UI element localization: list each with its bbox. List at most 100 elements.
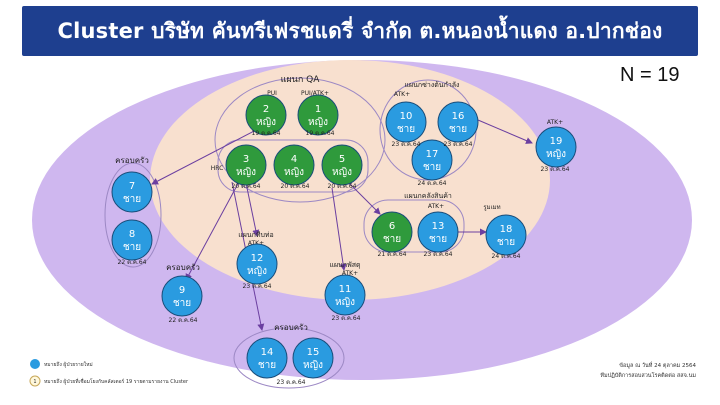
roommate-label: รูมเมท — [483, 204, 500, 211]
case-node-circle — [437, 101, 479, 143]
case-node-sex: หญิง — [335, 297, 355, 308]
case-node-sex: หญิง — [332, 167, 352, 178]
case-node-3: 3 หญิง — [225, 144, 267, 186]
case19-atk: ATK+ — [547, 119, 563, 126]
family3-outline — [233, 327, 345, 389]
case-node-id: 16 — [452, 111, 465, 122]
case-node-id: 5 — [339, 154, 345, 165]
case-node-sex: หญิง — [247, 266, 267, 277]
title-banner: Cluster บริษัท คันทรีเฟรชแดรี่ จำกัด ต.ห… — [22, 6, 698, 56]
family2-label: ครอบครัว — [166, 263, 200, 272]
case-node-11: 11 หญิง — [324, 274, 366, 316]
date-case16: 23 ต.ค.64 — [444, 141, 473, 148]
case-node-circle — [111, 219, 153, 261]
qa-label: แผนก QA — [281, 75, 321, 85]
legend-ring — [29, 375, 41, 387]
case-node-id: 13 — [432, 221, 445, 232]
case-node-sex: ชาย — [173, 298, 191, 309]
hrc-group-outline — [217, 139, 369, 193]
case-node-sex: ชาย — [449, 124, 467, 135]
date-case7-8: 22 ต.ค.64 — [118, 259, 147, 266]
case-node-6: 6 ชาย — [371, 211, 413, 253]
family1-label: ครอบครัว — [115, 156, 149, 165]
case-node-sex: ชาย — [497, 237, 515, 248]
date-case13: 23 ต.ค.64 — [424, 251, 453, 258]
case-node-10: 10 ชาย — [385, 101, 427, 143]
case-node-circle — [273, 144, 315, 186]
case-node-5: 5 หญิง — [321, 144, 363, 186]
legend-ring-text: หมายถึง ผู้ป่วยที่เชื่อมโยงกับคลัสเตอร์ … — [44, 378, 189, 385]
case-node-id: 19 — [550, 136, 563, 147]
case-node-sex: ชาย — [383, 234, 401, 245]
pui-label: PUI — [267, 90, 277, 97]
case-node-circle — [411, 139, 453, 181]
date-case10: 23 ต.ค.64 — [392, 141, 421, 148]
legend-ring-num: 1 — [33, 379, 36, 385]
arrow-16-to-19 — [477, 119, 533, 144]
date-case4: 20 ต.ค.64 — [281, 183, 310, 190]
case-node-id: 3 — [243, 154, 249, 165]
legend-blue-text: หมายถึง ผู้ป่วยรายใหม่ — [44, 361, 93, 368]
case-node-id: 11 — [339, 284, 352, 295]
case-node-2: 2 หญิง — [245, 94, 287, 136]
case-node-16: 16 ชาย — [437, 101, 479, 143]
case-node-sex: ชาย — [423, 162, 441, 173]
case-node-circle — [485, 214, 527, 256]
dept-a-label: แผนกซ่างต้นกำลัง — [405, 81, 460, 89]
dept-c-atk: ATK+ — [248, 240, 264, 247]
dept-b-atk: ATK+ — [428, 203, 444, 210]
case-node-id: 10 — [400, 111, 413, 122]
family3-label: ครอบครัว — [274, 323, 308, 332]
case-node-sex: หญิง — [284, 167, 304, 178]
case-node-circle — [324, 274, 366, 316]
pui-atk-label: PUI/ATK+ — [301, 90, 329, 97]
case-node-4: 4 หญิง — [273, 144, 315, 186]
case-node-1: 1หญิง — [297, 94, 339, 136]
case-node-sex: ชาย — [123, 194, 141, 205]
case-node-sex: ชาย — [397, 124, 415, 135]
case-node-sex: ชาย — [123, 242, 141, 253]
arrow-3-to-12 — [245, 182, 260, 237]
case-node-id: 14 — [261, 347, 274, 358]
case-node-id: 8 — [129, 229, 135, 240]
case-node-sex: หญิง — [256, 117, 276, 128]
arrow-2-to-7 — [151, 127, 261, 185]
case-node-circle — [245, 94, 287, 136]
case-node-sex: ชาย — [258, 360, 276, 371]
case-node-sex: หญิง — [308, 117, 328, 128]
case-node-circle — [292, 337, 334, 379]
case-node-id: 6 — [389, 221, 395, 232]
title-text: Cluster บริษัท คันทรีเฟรชแดรี่ จำกัด ต.ห… — [57, 18, 663, 43]
date-case2: 19 ต.ค.64 — [252, 130, 281, 137]
source-line2: ทีมปฏิบัติการสอบสวนโรคติดต่อ สสจ.นม — [600, 371, 696, 379]
date-case5: 20 ต.ค.64 — [328, 183, 357, 190]
case-node-id: 2 — [263, 104, 269, 115]
date-case12: 23 ต.ค.64 — [243, 283, 272, 290]
case-node-circle — [297, 94, 339, 136]
date-case3: 20 ต.ค.64 — [232, 183, 261, 190]
case-node-id: 15 — [307, 347, 320, 358]
arrow-5-to-6 — [345, 179, 381, 215]
case-node-circle — [385, 101, 427, 143]
case-node-id: 4 — [291, 154, 297, 165]
hrc-label: HRC — [211, 165, 224, 172]
arrow-5-to-11 — [331, 187, 347, 271]
case-node-14: 14 ชาย — [246, 337, 288, 379]
date-case14-15: 23 ต.ค.64 — [277, 379, 306, 386]
date-case1: 19 ต.ค.64 — [306, 130, 335, 137]
case-nodes: 2หญิง1หญิง3หญิง4หญิง5หญิง6ชาย7ชาย8ชาย9ชา… — [111, 94, 577, 379]
dept-b-outline — [363, 199, 465, 253]
date-case11: 23 ต.ค.64 — [332, 315, 361, 322]
dept-d-atk: ATK+ — [342, 270, 358, 277]
case-node-sex: หญิง — [236, 167, 256, 178]
date-case19: 23 ต.ค.64 — [541, 166, 570, 173]
dept-a-atk: ATK+ — [394, 91, 410, 98]
case-node-circle — [321, 144, 363, 186]
